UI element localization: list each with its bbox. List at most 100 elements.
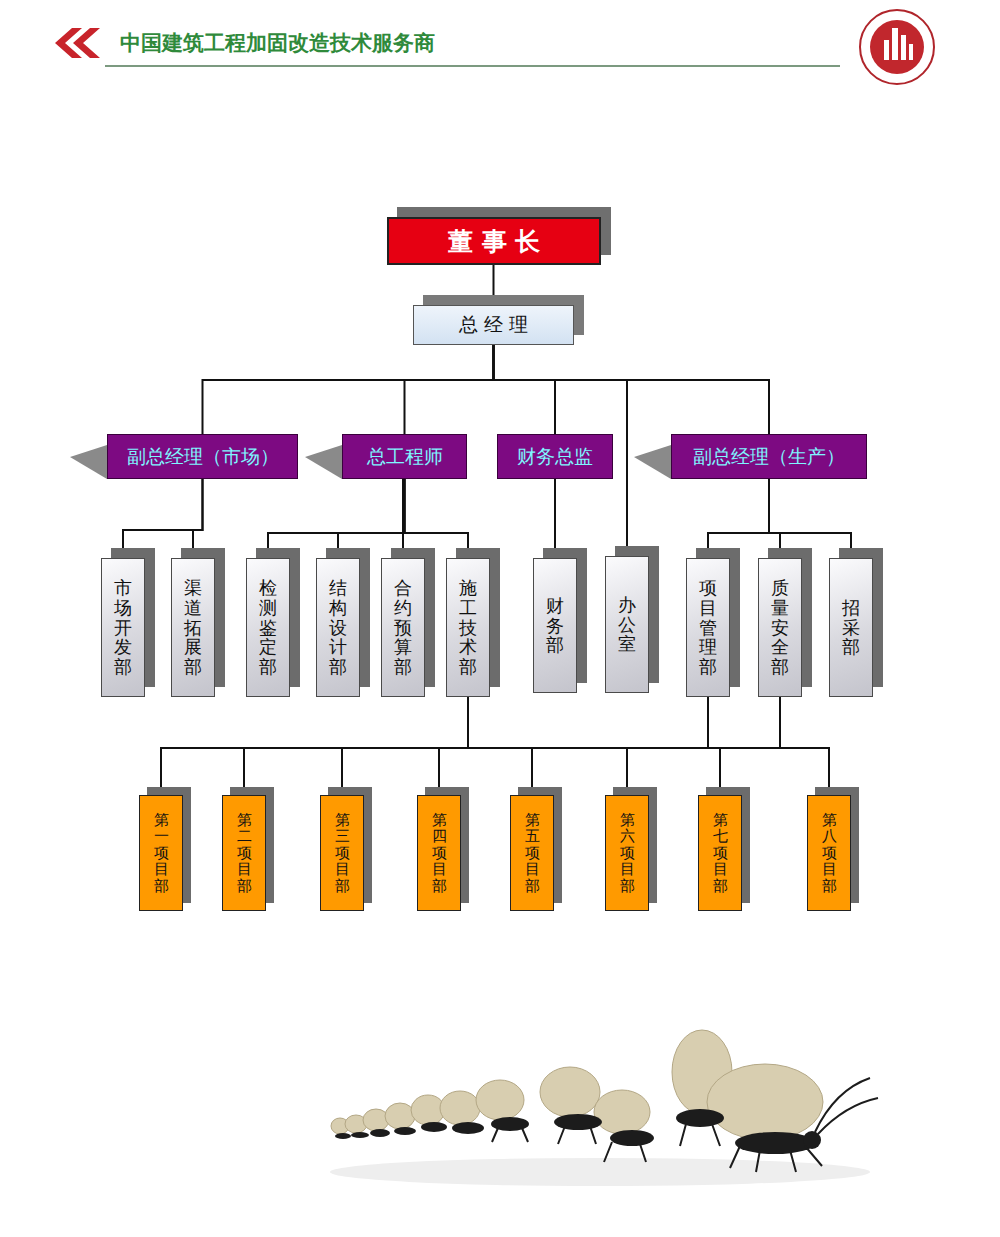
ant-legs [492, 1126, 596, 1144]
executive-box: 副总经理（生产） [671, 434, 867, 479]
project-box: 第六项目部 [605, 795, 649, 911]
department-box: 办公室 [605, 556, 649, 693]
project-box: 第四项目部 [417, 795, 461, 911]
logo-disc [870, 20, 924, 74]
egg [707, 1064, 823, 1140]
ant-legs [730, 1146, 822, 1172]
ant [676, 1109, 724, 1127]
ant [351, 1132, 369, 1138]
org-connector [439, 697, 780, 795]
ant [335, 1133, 351, 1139]
org-connector [342, 697, 468, 795]
org-connector [439, 697, 708, 795]
org-connector [244, 697, 468, 795]
org-connector [405, 345, 494, 434]
box-shadow-wedge [305, 445, 342, 479]
ant [370, 1129, 390, 1137]
node-label: 第七项目部 [713, 812, 728, 895]
org-connector [439, 697, 468, 795]
ant-antennae [815, 1078, 878, 1134]
org-connector [554, 479, 556, 558]
node-label: 渠道拓展部 [184, 578, 202, 677]
node-label: 第四项目部 [432, 812, 447, 895]
org-connector [244, 697, 708, 795]
org-connector [244, 697, 780, 795]
ant [610, 1130, 654, 1146]
department-box: 合约预算部 [381, 558, 425, 697]
node-label: 项目管理部 [699, 578, 717, 677]
ant [554, 1114, 602, 1130]
org-connector [708, 479, 769, 558]
egg [594, 1090, 650, 1134]
org-connector [342, 697, 780, 795]
company-logo [860, 10, 934, 84]
executive-box: 副总经理（市场） [107, 434, 298, 479]
org-connector [780, 697, 829, 795]
box-shadow-wedge [634, 445, 671, 479]
logo-building [884, 40, 889, 60]
department-box: 渠道拓展部 [171, 558, 215, 697]
org-connector [769, 479, 780, 558]
ground-shadow [330, 1158, 870, 1186]
org-connector [468, 697, 532, 795]
org-connector [532, 697, 708, 795]
box-shadow-wedge [70, 445, 107, 479]
node-label: 结构设计部 [329, 578, 347, 677]
department-box: 质量安全部 [758, 558, 802, 697]
org-connector [720, 697, 780, 795]
ants-illustration [330, 1030, 878, 1186]
department-box: 结构设计部 [316, 558, 360, 697]
logo-ring [860, 10, 934, 84]
project-box: 第五项目部 [510, 795, 554, 911]
org-connector [532, 697, 780, 795]
executive-box: 总工程师 [342, 434, 467, 479]
org-connector [123, 479, 203, 558]
node-label: 第一项目部 [154, 812, 169, 895]
ant [735, 1132, 815, 1154]
org-connector [627, 697, 708, 795]
node-label: 招采部 [842, 598, 860, 657]
org-connector [708, 697, 829, 795]
node-label: 第八项目部 [822, 812, 837, 895]
ant [452, 1122, 484, 1134]
header-chevron [73, 28, 100, 58]
project-box: 第八项目部 [807, 795, 851, 911]
logo-building [901, 35, 906, 60]
chairman-box: 董事长 [387, 217, 601, 265]
node-label: 质量安全部 [771, 578, 789, 677]
page-title: 中国建筑工程加固改造技术服务商 [120, 29, 435, 57]
node-label: 第三项目部 [335, 812, 350, 895]
executive-box: 财务总监 [497, 434, 613, 479]
org-connector [338, 479, 405, 558]
project-box: 第三项目部 [320, 795, 364, 911]
node-label: 合约预算部 [394, 578, 412, 677]
org-connector [342, 697, 708, 795]
department-box: 市场开发部 [101, 558, 145, 697]
org-connector [493, 265, 495, 305]
node-label: 第二项目部 [237, 812, 252, 895]
org-connector [494, 345, 556, 434]
department-box: 财务部 [533, 558, 577, 693]
org-connector [193, 479, 203, 558]
org-connector [468, 697, 627, 795]
node-label: 检测鉴定部 [259, 578, 277, 677]
egg [385, 1103, 415, 1129]
org-connector [468, 697, 829, 795]
egg [540, 1067, 600, 1117]
node-label: 董事长 [439, 225, 549, 258]
node-label: 第五项目部 [525, 812, 540, 895]
department-box: 施工技术部 [446, 558, 490, 697]
org-connector [494, 345, 770, 434]
project-box: 第一项目部 [139, 795, 183, 911]
node-label: 施工技术部 [459, 578, 477, 677]
project-box: 第二项目部 [222, 795, 266, 911]
org-connector [769, 479, 851, 558]
org-connector [494, 345, 628, 556]
org-connector [468, 697, 720, 795]
node-label: 副总经理（生产） [693, 444, 845, 470]
node-label: 总经理 [454, 312, 534, 338]
manager-box: 总经理 [413, 305, 574, 345]
org-connector [627, 697, 780, 795]
org-connector [161, 697, 780, 795]
